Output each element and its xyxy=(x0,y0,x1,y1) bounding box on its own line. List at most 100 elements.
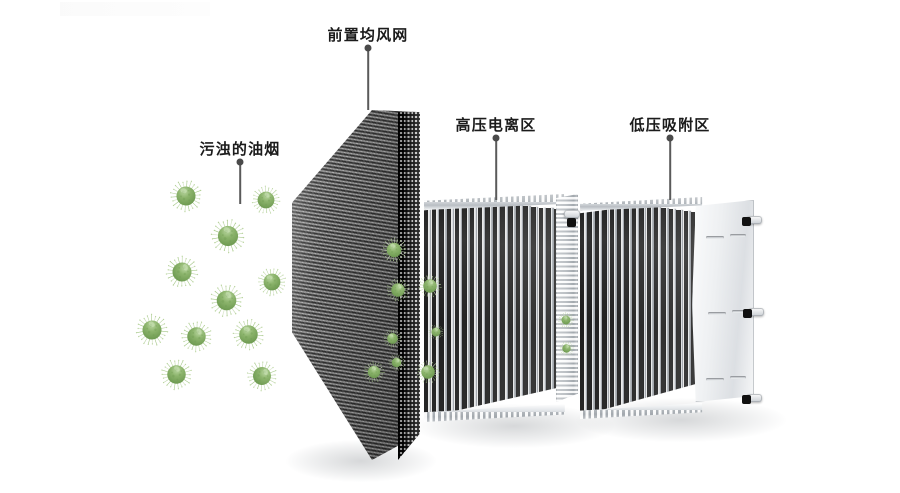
oil-smoke-particle xyxy=(425,321,448,344)
oil-smoke-particle xyxy=(382,274,415,307)
ionizing-rod xyxy=(513,204,516,418)
ionizing-rod xyxy=(429,196,432,418)
adsorption-cell-body xyxy=(580,198,699,416)
collector-plate xyxy=(661,208,666,416)
callout-label-low-voltage-adsorption: 低压吸附区 xyxy=(629,116,711,134)
collector-plate xyxy=(477,201,482,418)
collector-plate xyxy=(515,205,521,418)
collector-plate xyxy=(580,198,585,416)
callout-dot-dirty-fumes xyxy=(236,158,244,166)
collector-plate xyxy=(500,203,505,418)
ionizing-rod xyxy=(474,200,478,418)
collector-plate xyxy=(424,196,429,418)
ionizing-rod xyxy=(621,202,625,416)
end-plate-slot xyxy=(730,376,746,379)
ionizing-rod xyxy=(444,197,447,418)
ionizing-rod xyxy=(497,203,501,418)
pre-filter-mesh-panel[interactable] xyxy=(292,110,420,460)
collector-plate xyxy=(462,199,467,418)
ionizing-rod xyxy=(482,201,485,418)
ionizing-rod xyxy=(505,203,508,418)
ionizing-rod xyxy=(520,205,524,418)
ionizing-rod xyxy=(528,206,531,418)
collector-plate xyxy=(654,207,659,416)
ionizing-rod xyxy=(673,209,677,416)
collector-plate xyxy=(546,208,551,418)
oil-smoke-particle xyxy=(153,351,200,398)
oil-smoke-particle xyxy=(166,176,206,216)
adsorption-latch-tab-mid[interactable] xyxy=(748,308,764,316)
ionizing-rod xyxy=(636,204,640,416)
collector-plate xyxy=(446,198,452,418)
callout-dot-low-voltage-adsorption xyxy=(666,134,674,142)
end-plate-slot xyxy=(706,236,724,239)
ionization-cell[interactable] xyxy=(424,194,584,422)
adsorption-latch-tab-top[interactable] xyxy=(746,216,762,224)
collector-plate xyxy=(668,209,674,416)
ionizing-rod xyxy=(651,206,654,416)
collector-plate xyxy=(624,203,629,416)
oil-smoke-particle xyxy=(227,313,269,355)
collector-plate xyxy=(646,206,651,416)
ionizing-rod xyxy=(681,210,684,416)
collector-plate xyxy=(523,206,528,418)
callout-leader-line-dirty-fumes xyxy=(239,162,241,204)
ionizing-rod xyxy=(551,208,554,418)
end-plate-slot xyxy=(706,378,724,381)
end-plate-slot xyxy=(732,310,746,313)
oil-smoke-particle xyxy=(359,357,390,388)
collector-plate xyxy=(587,198,592,416)
ionizing-rod xyxy=(452,198,455,418)
ionizing-rod xyxy=(644,205,647,416)
collector-plate xyxy=(631,204,637,416)
collector-plate xyxy=(617,202,622,416)
adsorption-latch-pin-mid xyxy=(743,309,752,318)
oil-smoke-particle xyxy=(245,179,287,221)
ionizing-rod xyxy=(467,199,470,418)
oil-smoke-particle xyxy=(243,357,281,395)
ionizing-rod xyxy=(584,198,588,416)
collector-plate xyxy=(639,205,644,416)
ionizing-rod xyxy=(599,199,603,416)
ionization-latch-tab[interactable] xyxy=(564,210,580,218)
oil-smoke-particle xyxy=(255,265,289,299)
ionizing-rod xyxy=(658,207,662,416)
oil-smoke-particle xyxy=(128,306,175,353)
oil-smoke-particle xyxy=(385,351,407,373)
callout-leader-line-low-voltage-adsorption xyxy=(669,138,671,200)
adsorption-latch-pin-top xyxy=(742,217,751,226)
ionizing-rod xyxy=(666,208,669,416)
mesh-perforated-edge xyxy=(398,112,420,460)
oil-smoke-particle xyxy=(413,269,447,303)
callout-leader-line-pre-filter xyxy=(367,48,369,110)
collector-plate xyxy=(602,200,607,416)
collector-plate xyxy=(431,196,437,418)
oil-smoke-particle xyxy=(174,314,218,358)
collector-plate xyxy=(485,202,490,418)
oil-smoke-particle xyxy=(377,233,411,267)
oil-smoke-particle xyxy=(380,326,403,349)
collector-plate xyxy=(676,210,681,416)
ionizing-rod xyxy=(436,196,440,418)
adsorption-cell[interactable] xyxy=(580,197,765,419)
adsorption-end-plate xyxy=(692,200,754,402)
callout-dot-high-voltage-ionization xyxy=(492,134,500,142)
collector-plate xyxy=(609,201,614,416)
ionization-latch-pin xyxy=(567,218,576,227)
adsorption-latch-tab-bot[interactable] xyxy=(746,394,762,402)
collector-plate xyxy=(683,211,688,416)
end-plate-slot xyxy=(708,312,726,315)
callout-dot-pre-filter xyxy=(364,44,372,52)
collector-plate xyxy=(594,199,600,416)
end-plate-slot xyxy=(730,234,746,237)
oil-smoke-particle xyxy=(202,276,251,325)
ionization-frame-post xyxy=(556,194,578,402)
callout-label-dirty-fumes: 污浊的油烟 xyxy=(199,140,281,158)
collector-plate xyxy=(492,203,498,418)
ionizing-rod xyxy=(614,201,617,416)
ionizing-rod xyxy=(490,202,493,418)
callout-label-high-voltage-ionization: 高压电离区 xyxy=(455,116,537,134)
shadow-mesh-panel xyxy=(286,440,436,482)
ionizing-rod xyxy=(592,198,595,416)
